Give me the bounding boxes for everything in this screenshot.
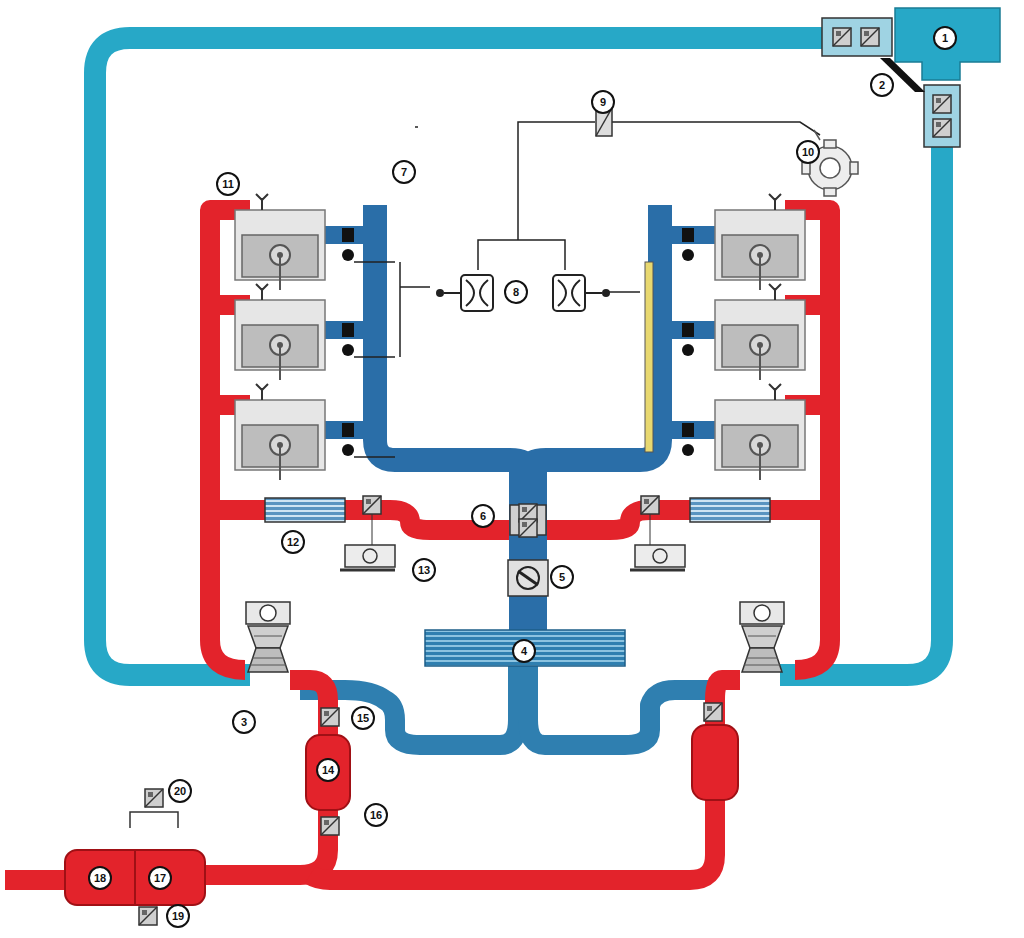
callout-number: 20 bbox=[168, 779, 192, 803]
callout-number: 6 bbox=[471, 504, 495, 528]
callout-number: 11 bbox=[216, 172, 240, 196]
callout-number: 18 bbox=[88, 866, 112, 890]
callout-number: 2 bbox=[870, 73, 894, 97]
callout-number: 19 bbox=[166, 904, 190, 928]
callout-number: 10 bbox=[796, 140, 820, 164]
callout-number: 5 bbox=[550, 565, 574, 589]
callout-number: 1 bbox=[933, 26, 957, 50]
callout-number: 16 bbox=[364, 803, 388, 827]
callout-number: 7 bbox=[392, 160, 416, 184]
callout-number: 4 bbox=[512, 639, 536, 663]
callout-number: 15 bbox=[351, 706, 375, 730]
callout-number: 14 bbox=[316, 758, 340, 782]
callout-number: 17 bbox=[148, 866, 172, 890]
callout-number: 9 bbox=[591, 90, 615, 114]
callout-number: 12 bbox=[281, 530, 305, 554]
callout-number: 8 bbox=[504, 280, 528, 304]
callout-number: 13 bbox=[412, 558, 436, 582]
callout-number: 3 bbox=[232, 710, 256, 734]
